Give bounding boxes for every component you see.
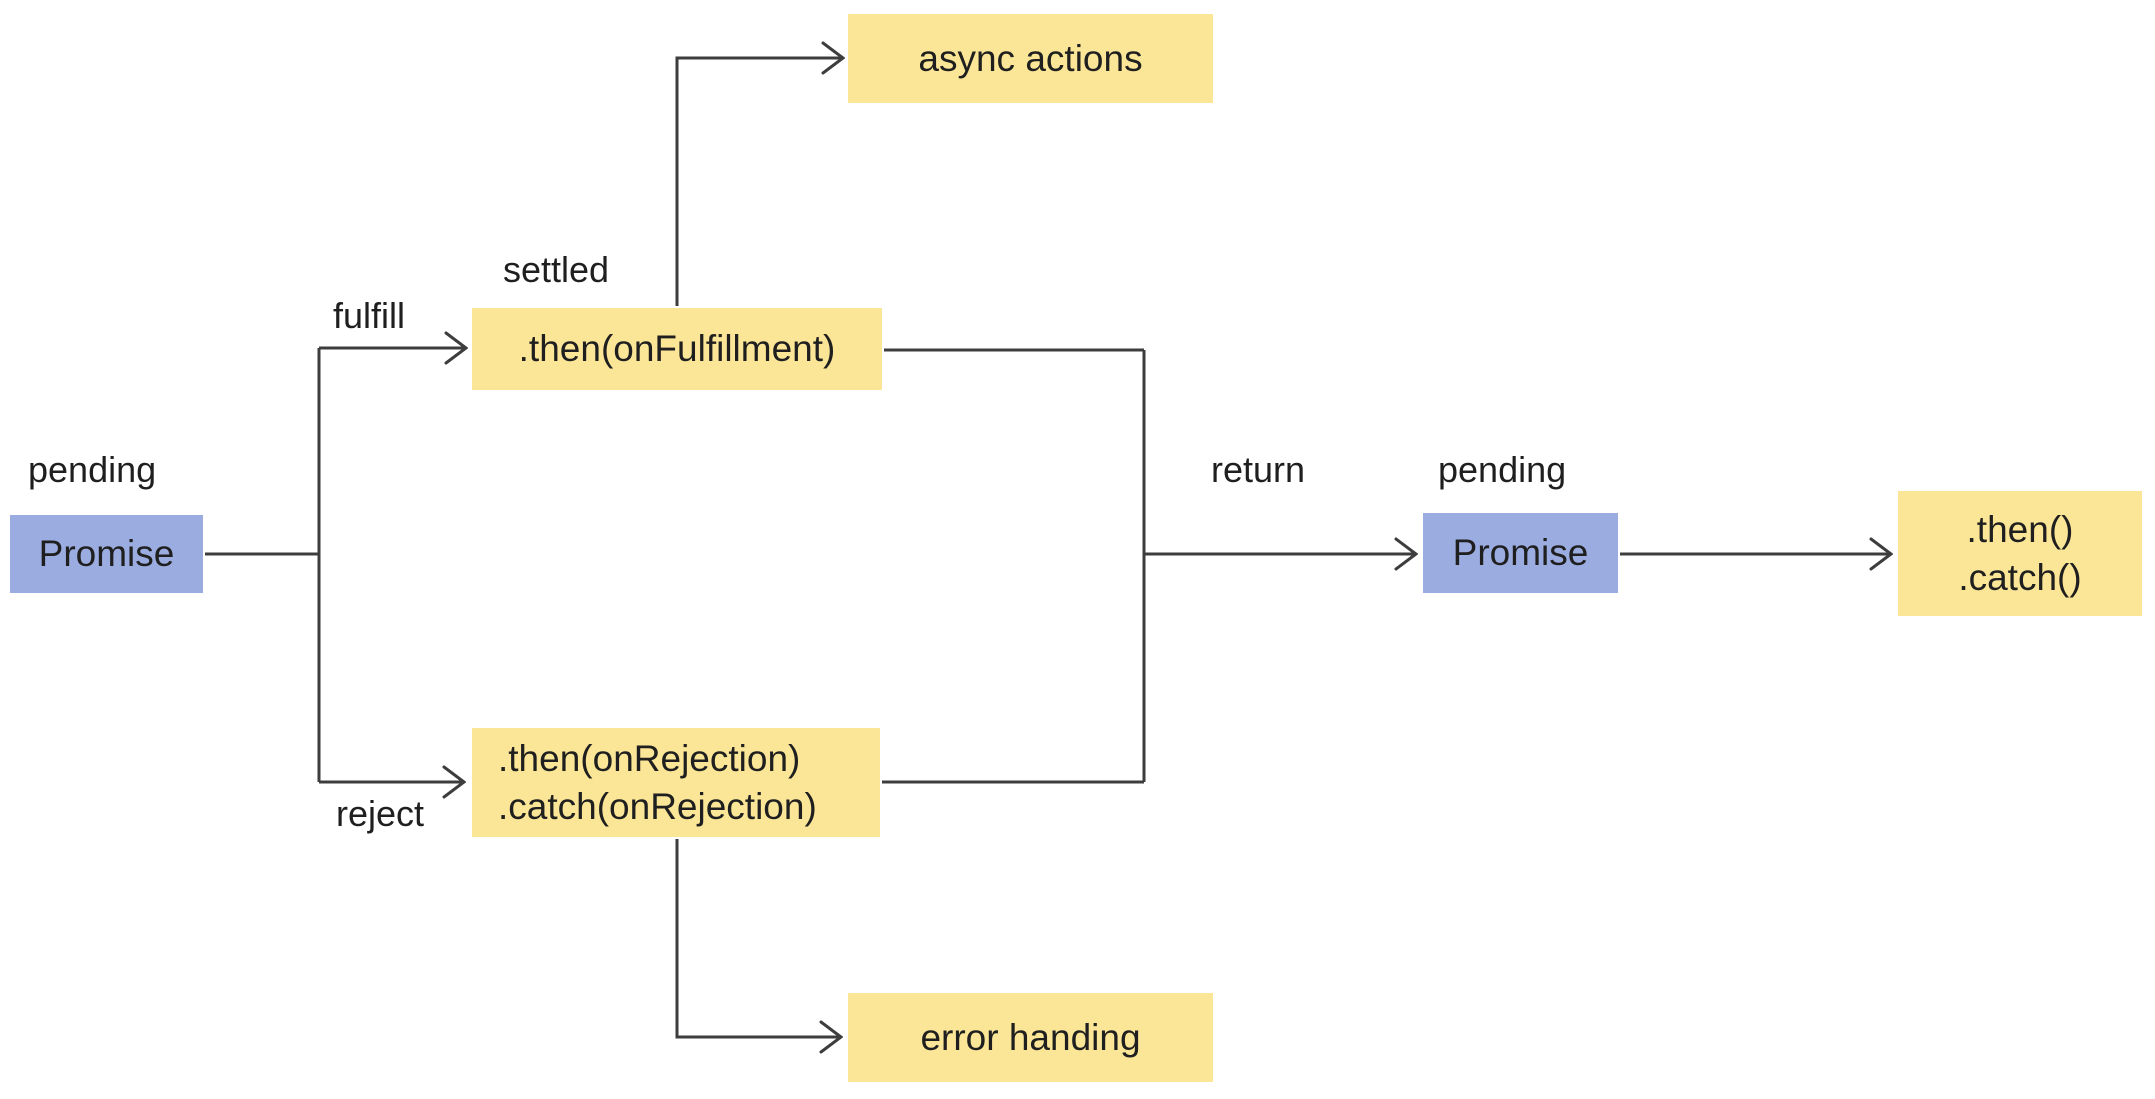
catch-line: .catch() — [1958, 556, 2082, 598]
reject-edge-label: reject — [336, 793, 425, 834]
promise-node-initial: Promise — [10, 515, 203, 593]
edge-async-actions-arrow — [675, 58, 843, 306]
async-actions-node: async actions — [848, 14, 1213, 103]
then-catch-onrejection-node: .then(onRejection) .catch(onRejection) — [472, 728, 880, 837]
promise-node-returned: Promise — [1423, 513, 1618, 593]
edge-error-handing-arrow — [675, 839, 841, 1037]
catch-onrejection-line: .catch(onRejection) — [498, 785, 817, 827]
settled-state-label: settled — [503, 249, 610, 290]
then-catch-chain-node: .then() .catch() — [1898, 491, 2142, 616]
pending-state-label-left: pending — [28, 449, 157, 490]
pending-state-label-right: pending — [1438, 449, 1567, 490]
error-handing-node: error handing — [848, 993, 1213, 1082]
then-onfulfillment-node: .then(onFulfillment) — [472, 308, 882, 390]
return-edge-label: return — [1211, 449, 1306, 490]
fulfill-edge-label: fulfill — [333, 295, 406, 336]
then-onrejection-line: .then(onRejection) — [498, 738, 801, 780]
then-line: .then() — [1966, 509, 2074, 551]
